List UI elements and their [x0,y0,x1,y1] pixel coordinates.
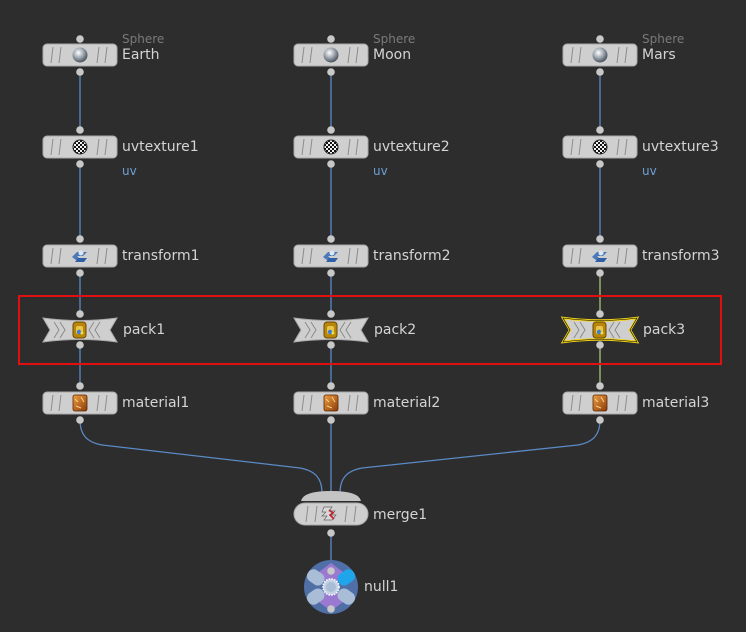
node-name-label: null1 [364,579,399,595]
treasure-chest-icon [323,321,338,339]
output-port[interactable] [76,416,84,424]
output-port[interactable] [596,416,604,424]
input-port[interactable] [327,235,335,243]
input-port[interactable] [596,35,604,43]
output-port[interactable] [76,341,84,349]
input-port[interactable] [76,126,84,134]
material-box-icon [323,394,339,412]
node-type-label: Sphere [373,32,416,46]
node-name-label: uvtexture1 [122,139,199,155]
treasure-chest-icon [72,321,87,339]
node-name-label: transform3 [642,248,720,264]
wires-layer [79,72,601,566]
material-box-icon [72,394,88,412]
input-port[interactable] [327,126,335,134]
transform-icon [72,250,87,262]
output-port[interactable] [327,341,335,349]
output-port[interactable] [327,68,335,76]
node-name-label: Mars [642,47,676,63]
node-type-label: Sphere [122,32,165,46]
node-flag-label: uv [373,164,388,178]
merge-icon [321,506,337,521]
node-name-label: material1 [122,395,190,411]
input-port[interactable] [596,126,604,134]
node-name-label: pack1 [123,322,166,338]
input-port[interactable] [76,310,84,318]
output-port[interactable] [327,269,335,277]
node-name-label: uvtexture2 [373,139,450,155]
input-port[interactable] [596,235,604,243]
node-name-label: uvtexture3 [642,139,719,155]
wire[interactable] [339,419,601,494]
output-port[interactable] [596,160,604,168]
node-name-label: Earth [122,47,160,63]
node-name-label: material3 [642,395,710,411]
input-port[interactable] [76,35,84,43]
output-port[interactable] [76,68,84,76]
treasure-chest-icon [592,321,607,339]
checker-ball-icon [592,139,608,155]
output-port[interactable] [76,269,84,277]
input-port[interactable] [327,310,335,318]
output-port[interactable] [327,529,335,537]
sphere-icon [592,47,608,63]
node-name-label: pack2 [374,322,417,338]
node-flag-label: uv [642,164,657,178]
node-name-label: transform2 [373,248,451,264]
input-port[interactable] [596,382,604,390]
node-name-label: transform1 [122,248,200,264]
node-type-label: Sphere [642,32,685,46]
wire[interactable] [79,419,323,494]
checker-ball-icon [72,139,88,155]
input-port[interactable] [596,310,604,318]
highlight-box [18,295,722,365]
output-port[interactable] [327,605,335,613]
output-port[interactable] [596,269,604,277]
input-port[interactable] [327,382,335,390]
input-port[interactable] [76,382,84,390]
output-port[interactable] [327,416,335,424]
node-flag-label: uv [122,164,137,178]
nodes-layer [42,35,640,614]
node-name-label: pack3 [643,322,686,338]
output-port[interactable] [596,341,604,349]
sphere-icon [72,47,88,63]
node-name-label: merge1 [373,507,428,523]
transform-icon [323,250,338,262]
null-gear-icon [322,578,340,596]
checker-ball-icon [323,139,339,155]
node-name-label: Moon [373,47,412,63]
input-port[interactable] [327,567,335,575]
input-port[interactable] [76,235,84,243]
output-port[interactable] [327,160,335,168]
output-port[interactable] [596,68,604,76]
sphere-icon [323,47,339,63]
node-name-label: material2 [373,395,441,411]
output-port[interactable] [76,160,84,168]
transform-icon [592,250,607,262]
input-port[interactable] [327,35,335,43]
material-box-icon [592,394,608,412]
